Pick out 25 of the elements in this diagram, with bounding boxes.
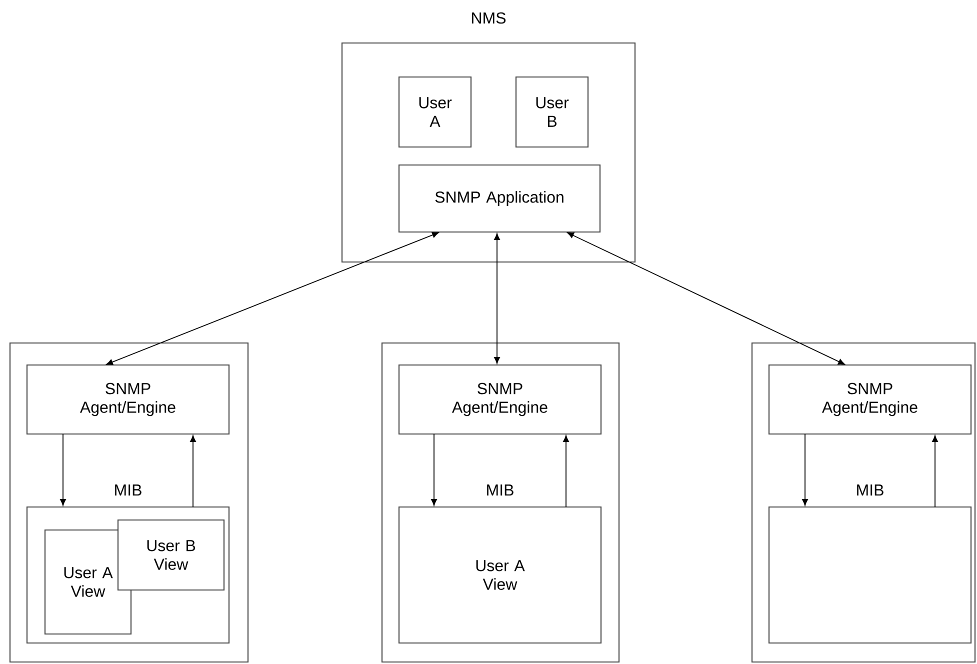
arrow (932, 435, 938, 508)
agent-box: SNMP Agent/Engine (398, 364, 602, 435)
arrow (431, 434, 437, 506)
device-box (9, 342, 249, 663)
agent-box: SNMP Agent/Engine (26, 364, 230, 435)
view-box: User B View (117, 519, 225, 591)
arrow (106, 232, 439, 365)
mib-box: User A View (398, 506, 602, 644)
user-box: User A (398, 76, 472, 148)
arrow (567, 232, 845, 365)
application-box: SNMP Application (398, 164, 601, 233)
box-heading: MIB (857, 484, 884, 496)
user-box: User B (515, 76, 589, 148)
box-heading: MIB (115, 484, 142, 496)
box-heading: MIB (487, 484, 514, 496)
view-box: User A View (44, 529, 132, 635)
device-box (381, 342, 620, 663)
arrow (60, 434, 66, 506)
arrow (494, 233, 500, 364)
device-box (751, 342, 976, 663)
box-heading: NMS (472, 12, 506, 24)
agent-box: SNMP Agent/Engine (768, 364, 972, 435)
arrow (802, 434, 808, 506)
arrow (190, 435, 196, 508)
arrow (563, 435, 569, 508)
